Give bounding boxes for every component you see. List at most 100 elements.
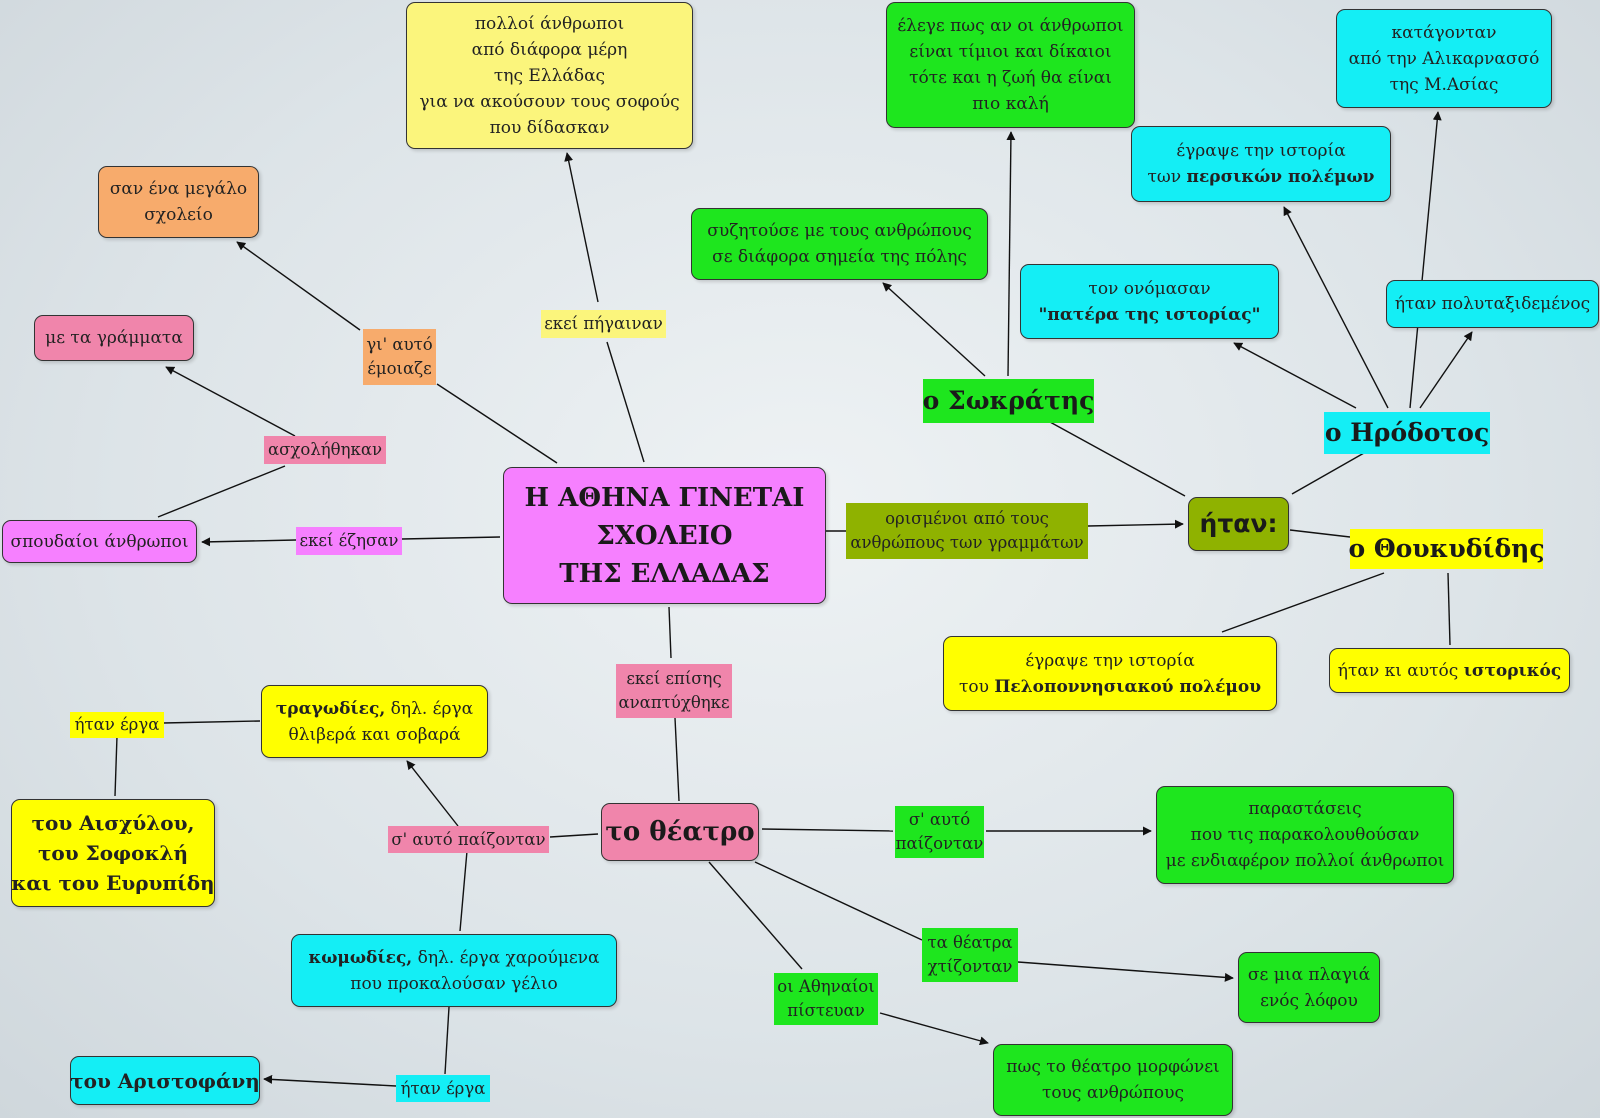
label-that-is-why: γι' αυτό έμοιαζε (363, 329, 436, 385)
edge-lived-serious (201, 537, 297, 547)
node-text: κωμωδίες, δηλ. έργα χαρούμενα (309, 945, 600, 971)
node-text-bold: Πελοποννησιακού πολέμου (994, 676, 1262, 697)
edge-works-aristophanes (263, 1074, 397, 1087)
label-text: οι Αθηναίοι (777, 977, 875, 996)
label-text: ήταν έργα (400, 1078, 486, 1098)
edge-center-lived (401, 536, 501, 540)
node-text: ΤΗΣ ΕΛΛΑΔΑΣ (559, 558, 770, 589)
node-text: σε μια πλαγιά (1247, 964, 1371, 985)
label-some-people: ορισμένοι από τους ανθρώπους των γραμμάτ… (846, 503, 1088, 559)
label-text: σ' αυτό παίζονταν (391, 829, 546, 849)
label-were-works-tragedies: ήταν έργα (70, 712, 164, 738)
label-text: τα θέατρα (927, 933, 1013, 952)
label-text: εκεί επίσης (626, 669, 722, 688)
label-text: ασχολήθηκαν (268, 440, 382, 459)
node-tragedies: τραγωδίες, δηλ. έργα θλιβερά και σοβαρά (261, 685, 488, 758)
label-text: εκεί έζησαν (299, 531, 399, 550)
node-text: των περσικών πολέμων (1148, 164, 1375, 190)
node-text: ήταν κι αυτός ιστορικός (1338, 658, 1561, 684)
edge-center-went (606, 341, 645, 463)
node-text: θλιβερά και σοβαρά (288, 724, 461, 745)
edge-herodotus-father (1233, 342, 1357, 409)
node-text: της Ελλάδας (493, 65, 606, 86)
node-text: και του Ευρυπίδη (11, 871, 215, 895)
label-theatres-built: τα θέατρα χτίζονταν (922, 928, 1018, 982)
node-text: για να ακούσουν τους σοφούς (419, 91, 680, 112)
edge-comedies-played (459, 850, 468, 932)
node-socrates: ο Σωκράτης (923, 379, 1094, 423)
node-herodotus-origin: κατάγονταν από την Αλικαρνασσό της Μ.Ασί… (1336, 9, 1552, 108)
node-text: ήταν πολυταξιδεμένος (1394, 294, 1591, 314)
node-hillside: σε μια πλαγιά ενός λόφου (1238, 952, 1380, 1023)
node-text: ο Σωκράτης (922, 386, 1095, 415)
label-played-pink: σ' αυτό παίζονταν (388, 826, 549, 853)
node-text-part: του (958, 676, 995, 697)
node-text: το θέατρο (605, 817, 755, 847)
node-text-bold: περσικών πολέμων (1186, 167, 1375, 187)
node-text: τον ονόμασαν (1088, 278, 1211, 299)
node-text: πιο καλή (972, 94, 1049, 114)
edge-built-hillside (1017, 961, 1234, 982)
node-text: έλεγε πως αν οι άνθρωποι (897, 16, 1124, 36)
node-text: πως το θέατρο μορφώνει (1006, 1057, 1220, 1077)
label-athenians-believed: οι Αθηναίοι πίστευαν (774, 973, 878, 1025)
node-text: κατάγονταν (1391, 22, 1497, 43)
edge-some-were (1087, 519, 1184, 529)
node-text: τότε και η ζωή θα είναι (909, 68, 1112, 88)
label-text: εκεί πήγαιναν (544, 314, 663, 333)
node-text: που προκαλούσαν γέλιο (350, 973, 558, 994)
node-big-school: σαν ένα μεγάλο σχολείο (98, 166, 259, 238)
node-text: ο Ηρόδοτος (1324, 418, 1490, 447)
node-text-part: δηλ. έργα χαρούμενα (412, 947, 600, 968)
label-played-green: σ' αυτό παίζονταν (895, 806, 984, 858)
edge-that-is-why-school (236, 241, 361, 331)
node-text-bold: τραγωδίες, (275, 698, 386, 719)
node-center: Η ΑΘΗΝΑ ΓΙΝΕΤΑΙ ΣΧΟΛΕΙΟ ΤΗΣ ΕΛΛΑΔΑΣ (503, 467, 826, 604)
edge-theatre-believed (708, 861, 803, 970)
node-text: που δίδασκαν (489, 117, 610, 138)
label-were-works-comedies: ήταν έργα (396, 1075, 490, 1102)
node-thucydides: ο Θουκυδίδης (1348, 529, 1545, 569)
node-were: ήταν: (1188, 497, 1289, 551)
edge-theatre-played-green (761, 828, 894, 832)
edge-center-also (668, 606, 672, 659)
node-text-bold: "πατέρα της ιστορίας" (1038, 304, 1261, 325)
node-socrates-discussed: συζητούσε με τους ανθρώπους σε διάφορα σ… (691, 208, 988, 280)
label-text: γι' αυτό (366, 335, 433, 354)
edge-were-thucydides (1289, 529, 1351, 538)
node-text: είναι τίμιοι και δίκαιοι (909, 42, 1112, 62)
edge-works-tragedians (114, 735, 118, 797)
node-text: με τα γράμματα (45, 328, 183, 348)
node-text-part: των (1147, 167, 1187, 187)
node-herodotus: ο Ηρόδοτος (1324, 412, 1490, 454)
edge-herodotus-persian (1283, 206, 1389, 409)
node-text-part: δηλ. έργα (385, 698, 474, 719)
node-socrates-good-life: έλεγε πως αν οι άνθρωποι είναι τίμιοι κα… (886, 2, 1135, 128)
node-text: του Πελοποννησιακού πολέμου (959, 674, 1261, 700)
edge-comedies-works (444, 1006, 450, 1075)
edge-also-theatre (674, 717, 680, 802)
node-comedies: κωμωδίες, δηλ. έργα χαρούμενα που προκαλ… (291, 934, 617, 1007)
node-text: ενός λόφου (1260, 990, 1358, 1011)
node-many-people: πολλοί άνθρωποι από διάφορα μέρη της Ελλ… (406, 2, 693, 149)
label-text: πίστευαν (787, 1001, 865, 1020)
edge-were-herodotus (1291, 452, 1365, 495)
node-letters: με τα γράμματα (34, 315, 194, 361)
node-text: πολλοί άνθρωποι (474, 13, 625, 34)
edge-played-tragedies (406, 760, 459, 827)
label-went-there: εκεί πήγαιναν (541, 310, 666, 338)
edge-socrates-discussed (882, 282, 986, 377)
node-well-travelled: ήταν πολυταξιδεμένος (1386, 280, 1599, 328)
node-text: του Αισχύλου, (31, 811, 195, 835)
edge-thucydides-pelop (1221, 572, 1385, 633)
label-engaged: ασχολήθηκαν (264, 436, 386, 464)
edge-engaged-letters (165, 366, 296, 437)
edge-socrates-good-life (1006, 131, 1016, 377)
node-text: με ενδιαφέρον πολλοί άνθρωποι (1165, 851, 1445, 871)
node-theatre: το θέατρο (601, 803, 759, 861)
label-text: ορισμένοι από τους (885, 509, 1049, 528)
node-text: σαν ένα μεγάλο (109, 179, 248, 199)
node-text: έγραψε την ιστορία (1176, 141, 1346, 161)
node-text: της Μ.Ασίας (1389, 74, 1499, 95)
